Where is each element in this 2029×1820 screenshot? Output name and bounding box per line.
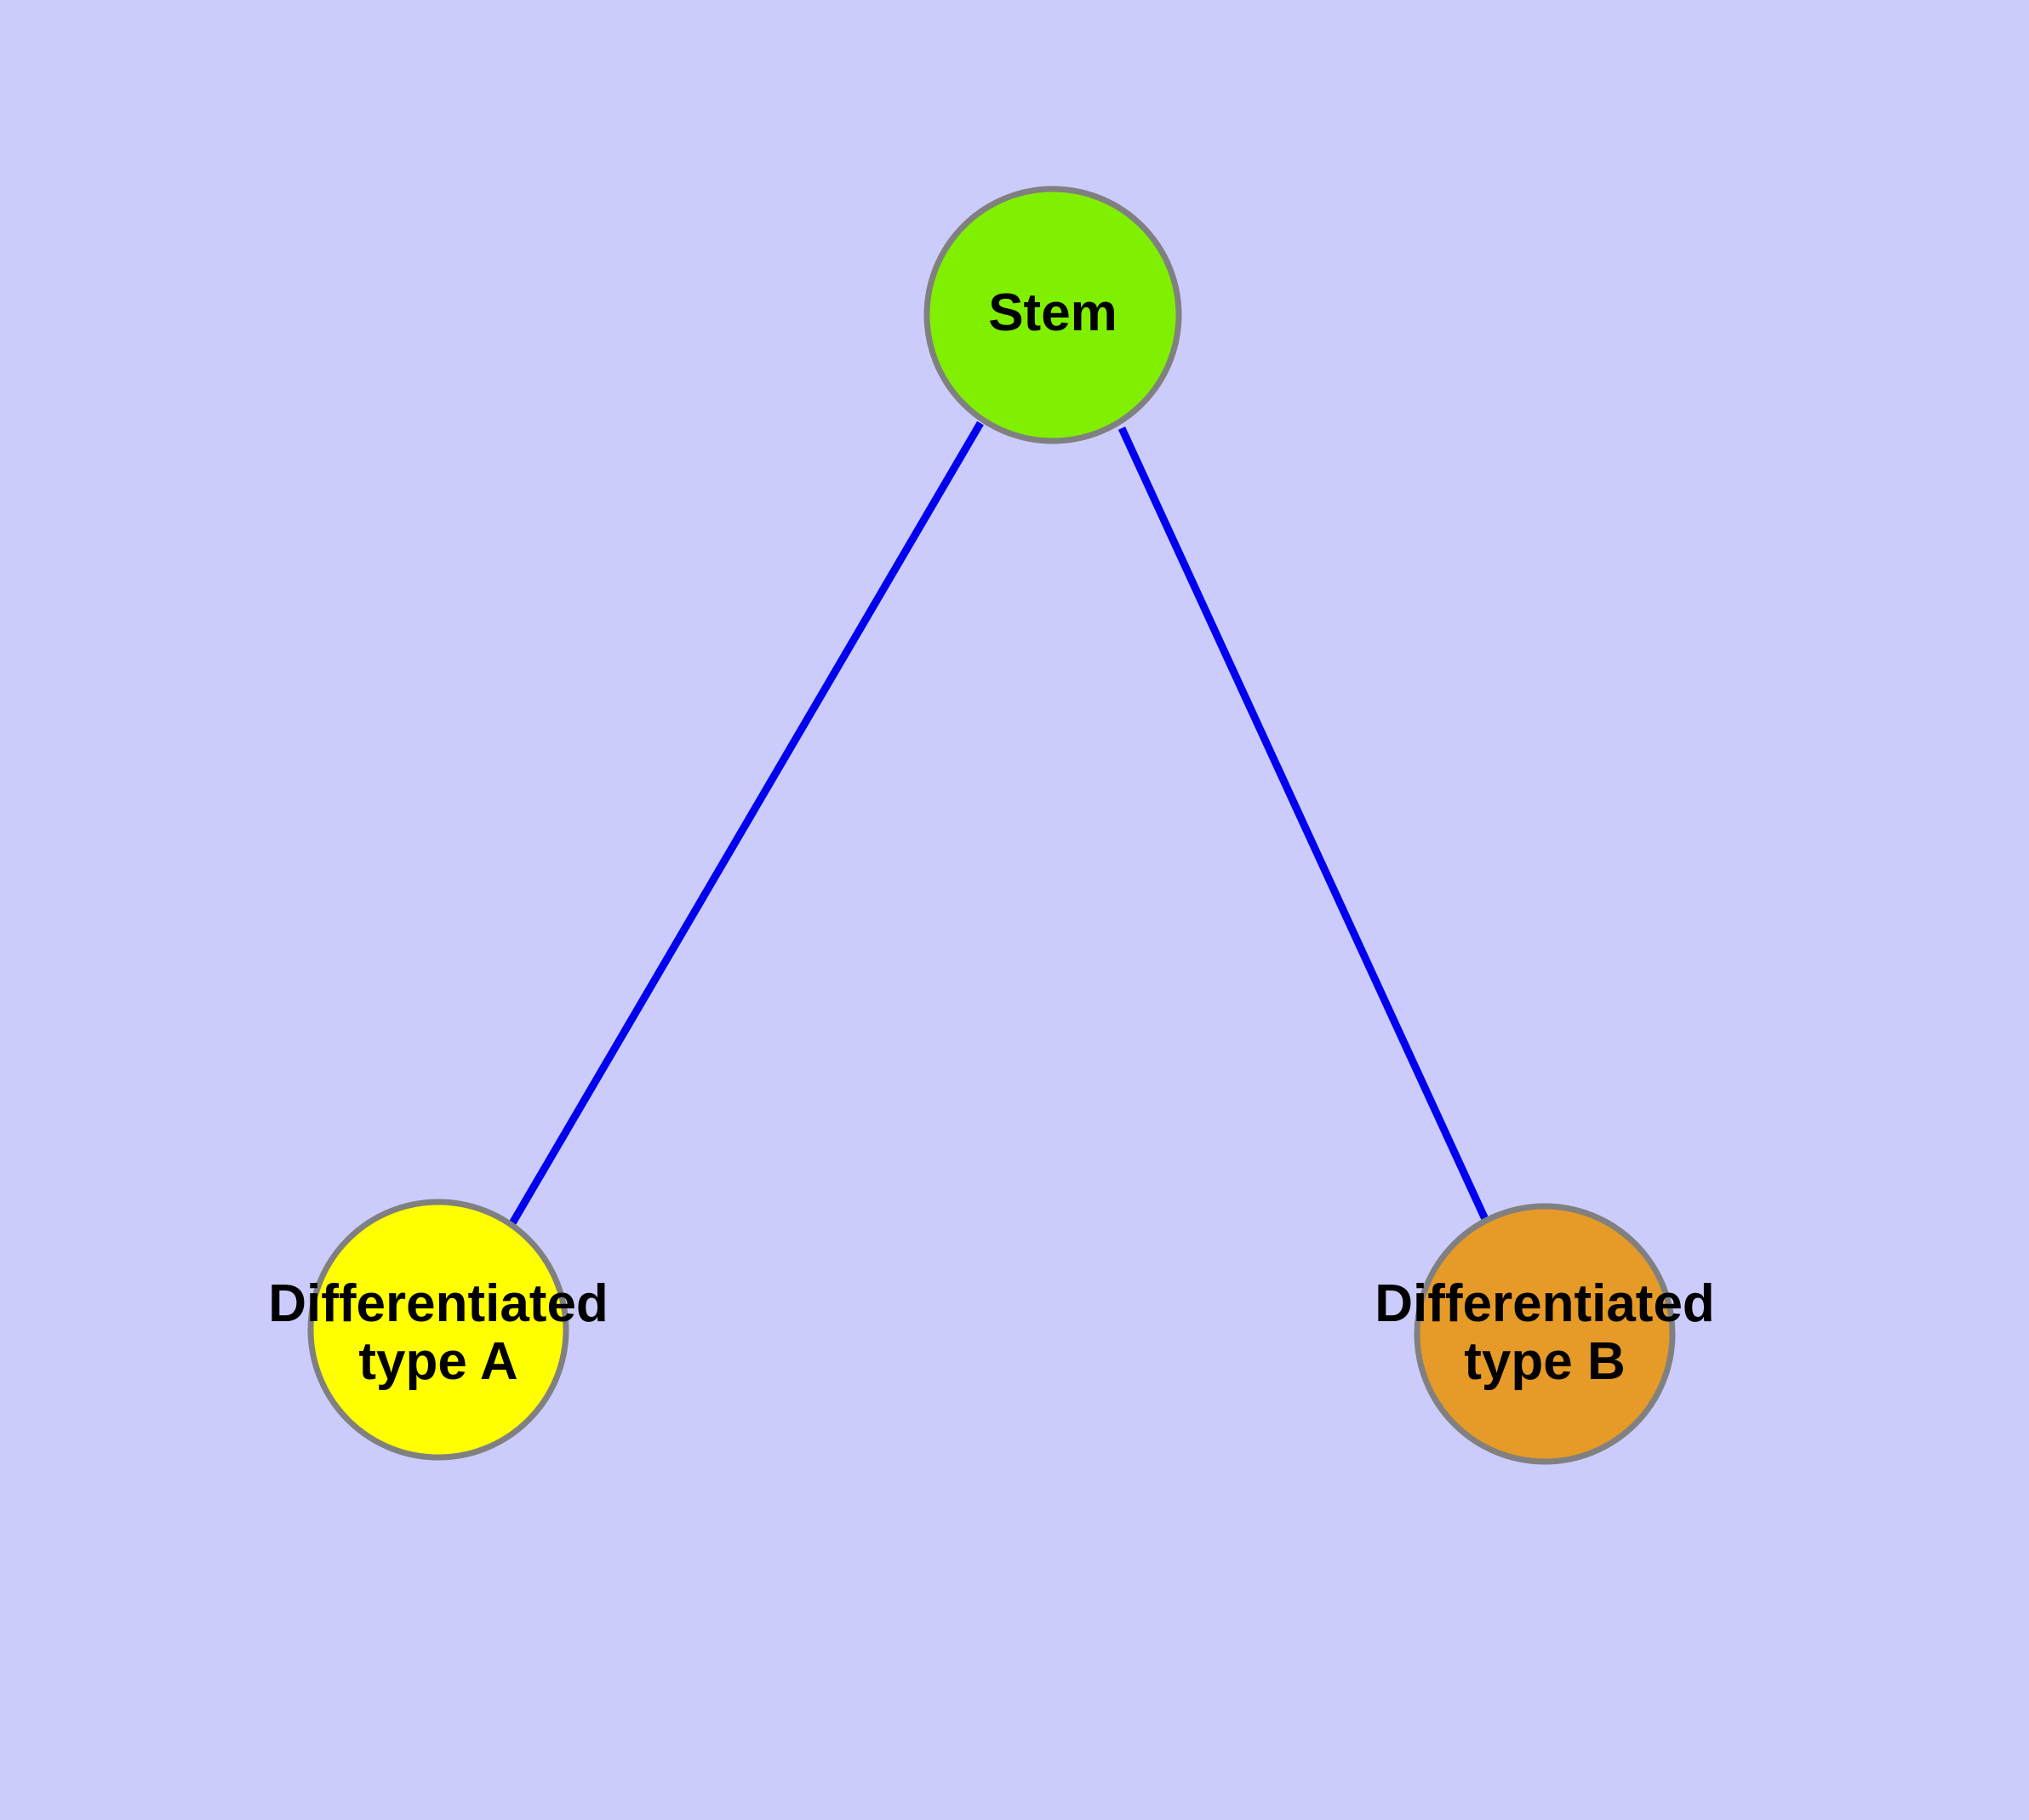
node-circle-diff-b[interactable] <box>1414 1203 1676 1465</box>
graph-edge-stem-to-diff-b[interactable] <box>1117 426 1494 1230</box>
edge-layer <box>509 421 1494 1230</box>
node-label-diff-b-line1: Differentiated <box>1375 1274 1715 1333</box>
node-circle-stem[interactable] <box>923 186 1182 444</box>
node-circle-diff-a[interactable] <box>307 1199 569 1461</box>
node-label-diff-a-line1: Differentiated <box>268 1274 609 1333</box>
node-label-stem-line1: Stem <box>988 283 1117 342</box>
node-label-diff-a-line2: type A <box>358 1332 517 1391</box>
graph-edge-stem-to-diff-a[interactable] <box>509 421 984 1226</box>
graph-node-stem[interactable]: Stem <box>923 186 1182 444</box>
node-label-diff-b-line2: type B <box>1464 1332 1625 1391</box>
